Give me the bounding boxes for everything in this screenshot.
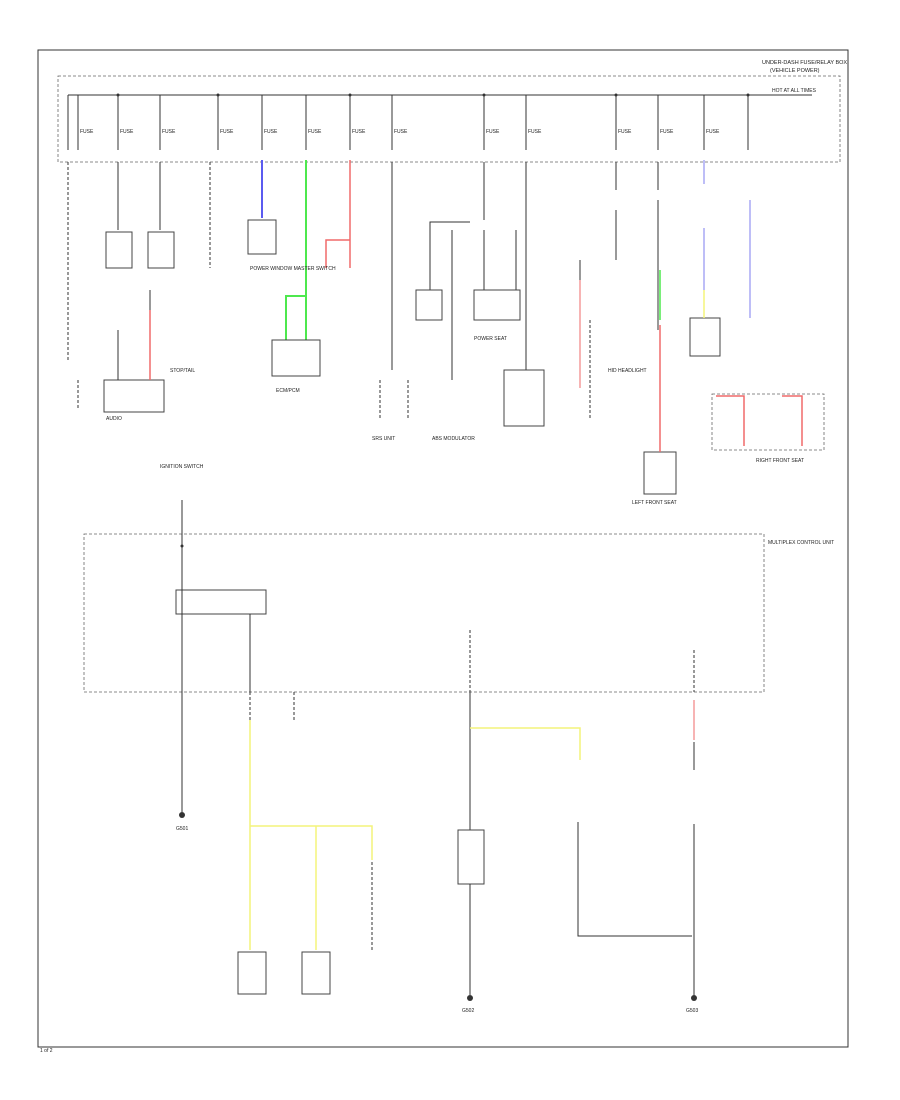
fuse-box xyxy=(57,75,841,163)
comp-i-label: LEFT FRONT SEAT xyxy=(632,500,677,506)
fuse-drops xyxy=(77,93,750,150)
svg-text:FUSE: FUSE xyxy=(394,129,408,135)
g2-label: G502 xyxy=(462,1008,474,1014)
control-box xyxy=(83,533,765,693)
svg-text:FUSE: FUSE xyxy=(486,129,500,135)
bottom-circuits: G501 G502 G503 xyxy=(176,692,698,1014)
yellow-wire-5 xyxy=(470,727,581,760)
red-wire-5 xyxy=(716,395,745,446)
middle-circuits: ABS MODULATOR POWER SEAT xyxy=(415,162,545,442)
outer-frame xyxy=(37,49,849,1048)
svg-text:FUSE: FUSE xyxy=(660,129,674,135)
relay xyxy=(175,589,267,615)
svg-text:FUSE: FUSE xyxy=(308,129,322,135)
fusebox-title-1: UNDER-DASH FUSE/RELAY BOX xyxy=(762,60,847,66)
comp-d-label: ECM/PCM xyxy=(276,388,300,394)
red-wire-6 xyxy=(782,395,803,446)
fusebox-title-2: (VEHICLE POWER) xyxy=(770,68,820,74)
right-circuits: HID HEADLIGHT LEFT FRONT SEAT RIGHT FRON… xyxy=(579,162,825,506)
left-circuits: AUDIO STOP/TAIL xyxy=(67,162,211,422)
comp-j-label: RIGHT FRONT SEAT xyxy=(756,458,804,464)
svg-text:FUSE: FUSE xyxy=(528,129,542,135)
g1-label: G501 xyxy=(176,826,188,832)
svg-text:FUSE: FUSE xyxy=(220,129,234,135)
red-wire-2 xyxy=(325,239,350,268)
comp-b-label: STOP/TAIL xyxy=(170,368,195,374)
bottom-box-label: MULTIPLEX CONTROL UNIT xyxy=(768,540,834,546)
ign-switch-label: IGNITION SWITCH xyxy=(160,464,204,470)
svg-text:FUSE: FUSE xyxy=(162,129,176,135)
comp-h-label: HID HEADLIGHT xyxy=(608,368,647,374)
mid-left-components: POWER WINDOW MASTER SWITCH ECM/PCM SRS U… xyxy=(247,162,409,442)
svg-text:FUSE: FUSE xyxy=(120,129,134,135)
comp-f-label: ABS MODULATOR xyxy=(432,436,475,442)
comp-a-label: AUDIO xyxy=(106,416,122,422)
control-internals xyxy=(180,534,695,692)
comp-c-label: POWER WINDOW MASTER SWITCH xyxy=(250,266,336,272)
yellow-wire-3 xyxy=(250,825,373,860)
page-number: 1 of 2 xyxy=(40,1048,53,1054)
svg-text:FUSE: FUSE xyxy=(706,129,720,135)
g3-label: G503 xyxy=(686,1008,698,1014)
fuse-labels: FUSE FUSE FUSE FUSE FUSE FUSE FUSE FUSE … xyxy=(80,129,720,135)
svg-text:FUSE: FUSE xyxy=(618,129,632,135)
fusebox-header: HOT AT ALL TIMES xyxy=(772,88,817,94)
comp-g-label: POWER SEAT xyxy=(474,336,507,342)
svg-text:FUSE: FUSE xyxy=(80,129,94,135)
comp-e-label: SRS UNIT xyxy=(372,436,395,442)
svg-text:FUSE: FUSE xyxy=(264,129,278,135)
green-wire-2 xyxy=(285,295,306,340)
svg-text:FUSE: FUSE xyxy=(352,129,366,135)
